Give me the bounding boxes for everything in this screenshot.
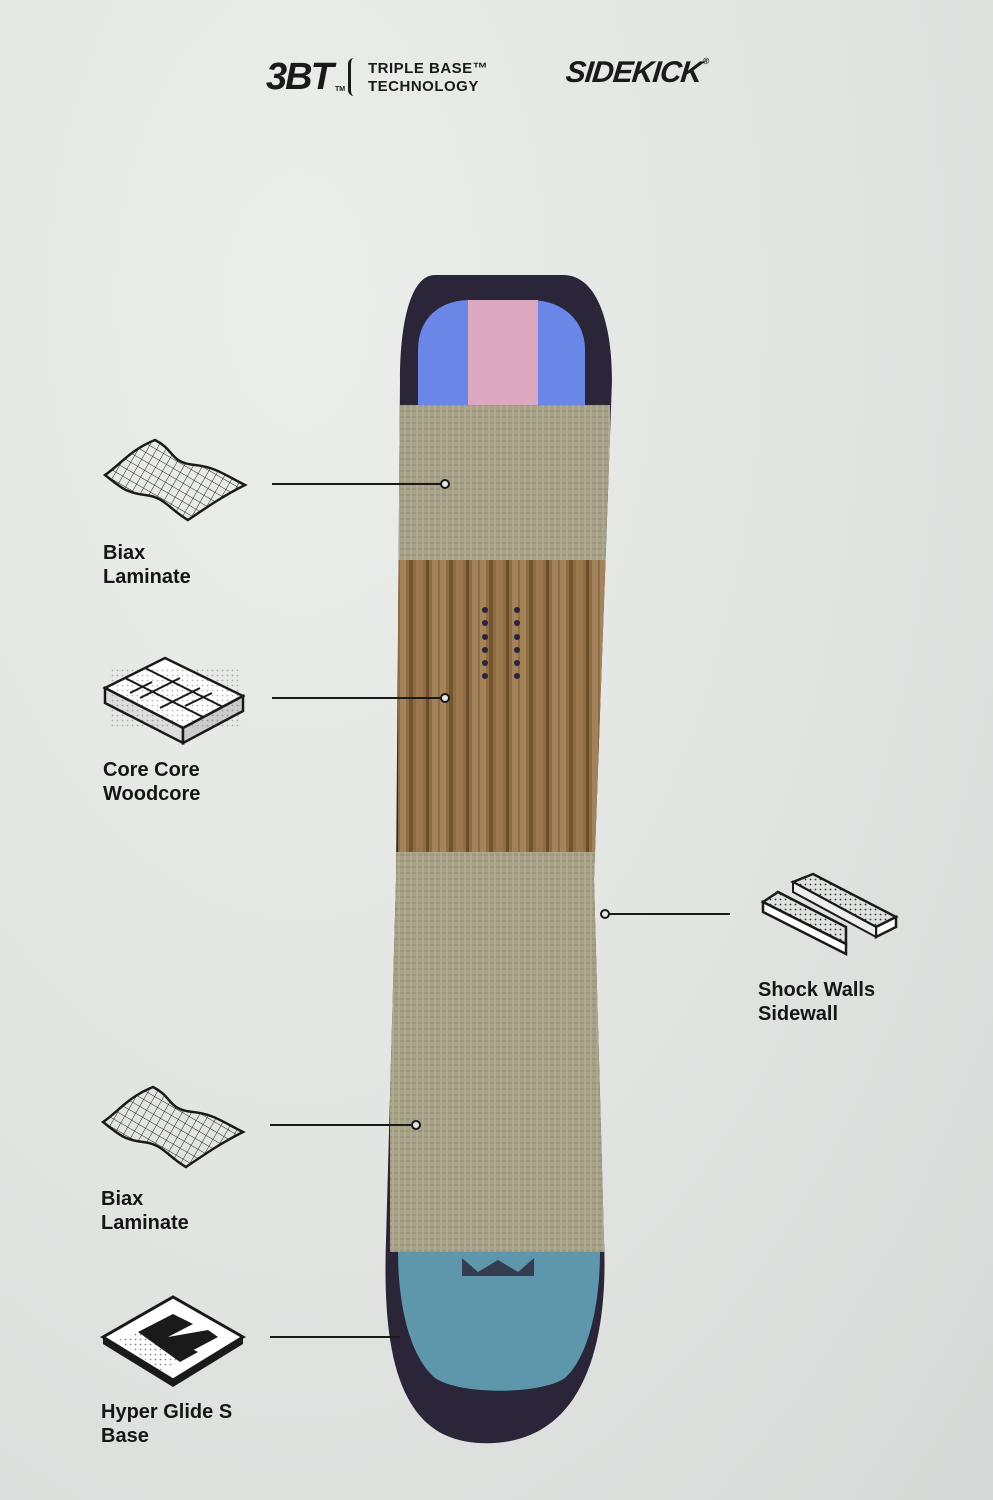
logo-3bt-line2: TECHNOLOGY [368,78,479,95]
insert-hole [514,620,520,626]
leader-dot-biax-top [440,479,450,489]
biax-laminate-bottom-layer [390,852,610,1252]
label-base-line1: Hyper Glide S [101,1401,233,1423]
sidewall-icon [760,872,899,957]
biax-laminate-icon [102,438,248,522]
logo-3bt-mark: 3BT [266,56,334,98]
insert-hole [482,673,488,679]
binding-inserts [482,607,520,679]
label-biax-top: Biax Laminate [103,541,191,589]
biax-laminate-icon [100,1085,246,1169]
leader-lines [270,479,730,1338]
base-layer [398,1252,600,1391]
label-biax-bottom-line1: Biax [101,1188,144,1210]
base-icon [100,1295,246,1387]
base-logo-mark [462,1258,534,1276]
logo-bracket [348,58,359,96]
logo-3bt-tm: TM [335,86,346,93]
woodcore-icon [102,656,246,746]
leader-dot-woodcore [440,693,450,703]
insert-hole [482,620,488,626]
label-biax-top-line1: Biax [103,542,146,564]
label-biax-bottom-line2: Laminate [101,1212,189,1234]
logo-3bt-line1: TRIPLE BASE™ [368,60,489,77]
woodcore-layer [398,560,610,852]
insert-hole [514,660,520,666]
nose-pink-stripe [468,300,538,405]
label-sidewall: Shock Walls Sidewall [758,978,875,1026]
label-base: Hyper Glide S Base [101,1400,232,1448]
label-biax-bottom: Biax Laminate [101,1187,189,1235]
label-sidewall-line2: Sidewall [758,1003,839,1025]
biax-laminate-top-layer [398,405,610,560]
insert-hole [514,647,520,653]
leader-dot-sidewall [600,909,610,919]
label-woodcore-line2: Woodcore [103,783,201,805]
label-woodcore: Core Core Woodcore [103,758,200,806]
insert-hole [482,647,488,653]
leader-dot-biax-bottom [411,1120,421,1130]
insert-hole [482,660,488,666]
insert-hole [514,673,520,679]
triple-base-technology-logo: 3BT TM TRIPLE BASE™ TECHNOLOGY [266,54,526,102]
insert-hole [514,607,520,613]
label-sidewall-line1: Shock Walls [758,979,876,1001]
label-base-line2: Base [101,1425,149,1447]
insert-hole [482,607,488,613]
label-biax-top-line2: Laminate [103,566,191,588]
insert-hole [514,634,520,640]
insert-hole [482,634,488,640]
label-woodcore-line1: Core Core [103,759,200,781]
